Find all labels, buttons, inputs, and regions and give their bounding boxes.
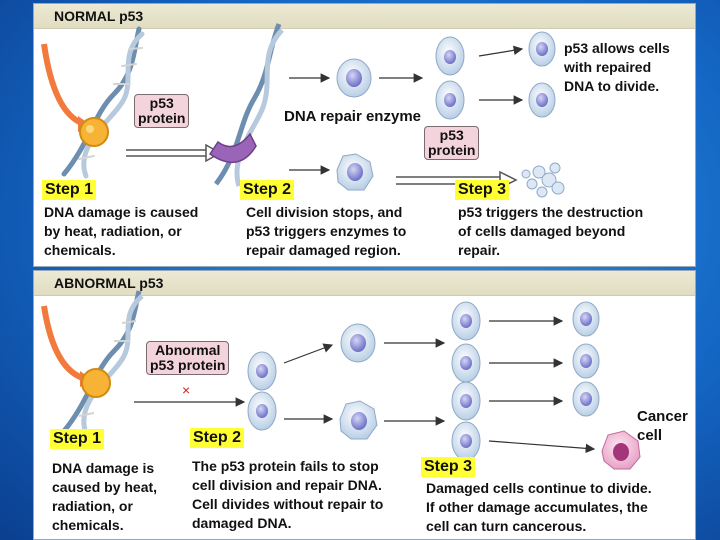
dividing-cell-icon — [247, 351, 277, 431]
dividing-cell-icon — [435, 36, 465, 120]
step-3-badge: Step 3 — [421, 457, 476, 477]
normal-p53-panel: NORMAL p53 — [33, 3, 696, 267]
protein-label-line: protein — [138, 110, 186, 126]
step-2-badge: Step 2 — [240, 180, 295, 200]
daughter-cell-icon — [528, 82, 556, 118]
abnormal-p53-panel: ABNORMAL p53 — [33, 270, 696, 540]
step-2-description: The p53 protein fails to stop cell divis… — [192, 457, 383, 533]
text-line: If other damage accumulates, the — [426, 499, 648, 515]
damage-site-icon — [81, 368, 111, 398]
text-line: with repaired — [564, 59, 652, 75]
cell-icon — [572, 301, 600, 337]
p53-protein-label: p53 protein — [134, 94, 190, 128]
text-line: repair. — [458, 242, 501, 258]
text-line: p53 allows cells — [564, 40, 670, 56]
damage-arrow — [41, 43, 86, 127]
blocked-x-icon: × — [182, 382, 190, 398]
panel-title: NORMAL p53 — [54, 8, 144, 24]
text-line: cell division and repair DNA. — [192, 477, 382, 493]
text-line: p53 triggers enzymes to — [246, 223, 407, 239]
cell-icon — [340, 323, 376, 363]
text-line: DNA damage is caused — [44, 204, 199, 220]
text-line: damaged DNA. — [192, 515, 292, 531]
dna-helix-icon — [61, 26, 145, 179]
damaged-cell-icon — [339, 400, 378, 440]
cell-icon — [336, 58, 372, 98]
panel-header: NORMAL p53 — [34, 4, 695, 29]
step-2-description: Cell division stops, and p53 triggers en… — [246, 203, 406, 260]
text-line: of cells damaged beyond — [458, 223, 626, 239]
cancer-cell-icon — [601, 430, 641, 470]
normal-pathway-illustration — [41, 23, 565, 198]
daughter-cell-icon — [528, 31, 556, 67]
step-3-description: Damaged cells continue to divide. If oth… — [426, 479, 652, 536]
text-line: Cell divides without repair to — [192, 496, 384, 512]
repair-enzyme-label: DNA repair enzyme — [284, 108, 421, 125]
damage-site-icon — [79, 117, 109, 147]
step-1-badge: Step 1 — [50, 429, 105, 449]
abnormal-p53-protein-label: Abnormal p53 protein — [146, 341, 230, 375]
normal-outcome-text: p53 allows cells with repaired DNA to di… — [564, 39, 670, 96]
text-line: Cancer — [637, 408, 688, 425]
text-line: DNA to divide. — [564, 78, 660, 94]
dividing-cell-icon — [451, 301, 481, 383]
text-line: Cell division stops, and — [246, 204, 403, 220]
dna-helix-icon — [62, 290, 144, 434]
step-2-badge: Step 2 — [190, 428, 245, 448]
step-1-description: DNA damage is caused by heat, radiation,… — [44, 203, 198, 260]
destroyed-cell-icon — [521, 162, 565, 198]
text-line: repair damaged region. — [246, 242, 401, 258]
protein-label-line: p53 — [439, 127, 464, 143]
text-line: DNA damage is — [52, 460, 155, 476]
text-line: cell — [637, 427, 663, 444]
text-line: Damaged cells continue to divide. — [426, 480, 652, 496]
protein-label-line: p53 — [149, 95, 174, 111]
step-3-badge: Step 3 — [455, 180, 510, 200]
panel-header: ABNORMAL p53 — [34, 271, 695, 296]
text-line: radiation, or — [52, 498, 133, 514]
text-line: caused by heat, — [52, 479, 158, 495]
cell-icon — [572, 343, 600, 379]
step-1-description: DNA damage is caused by heat, radiation,… — [52, 459, 157, 535]
text-line: The p53 protein fails to stop — [192, 458, 379, 474]
abnormal-pathway-illustration: × — [41, 290, 641, 470]
cell-icon — [572, 381, 600, 417]
protein-label-line: protein — [428, 142, 476, 158]
p53-protein-label-2: p53 protein — [424, 126, 480, 160]
step-1-badge: Step 1 — [42, 180, 97, 200]
text-line: p53 triggers the destruction — [458, 204, 644, 220]
text-line: cell can turn cancerous. — [426, 518, 587, 534]
text-line: chemicals. — [52, 517, 124, 533]
panel-title: ABNORMAL p53 — [54, 275, 164, 291]
p53-bound-icon — [208, 132, 257, 163]
cancer-cell-label: Cancer cell — [637, 407, 688, 445]
dividing-cell-icon — [451, 381, 481, 461]
damaged-cell-icon — [336, 153, 374, 191]
text-line: by heat, radiation, or — [44, 223, 182, 239]
protein-label-line: Abnormal — [155, 342, 221, 358]
step-3-description: p53 triggers the destruction of cells da… — [458, 203, 643, 260]
protein-label-line: p53 protein — [150, 357, 226, 373]
text-line: chemicals. — [44, 242, 116, 258]
